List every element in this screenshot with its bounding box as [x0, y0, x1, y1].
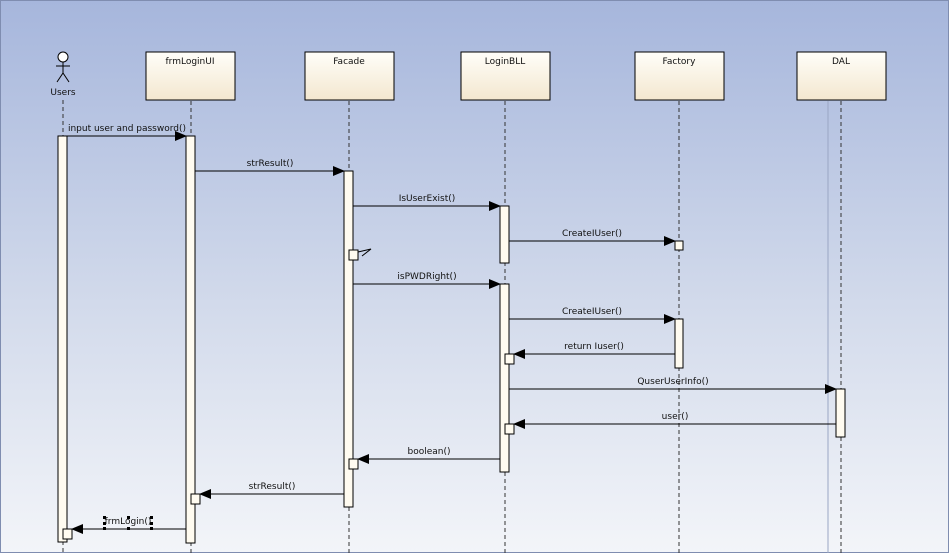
lifeline-factory-label: Factory: [663, 57, 697, 67]
return-bar-facade-1: [348, 249, 359, 261]
msg-3-label: CreateIUser(): [562, 229, 622, 239]
actor-label: Users: [50, 88, 76, 98]
message-arrows: [67, 131, 837, 534]
lifeline-dal[interactable]: DAL: [796, 51, 887, 101]
activation-bll-1[interactable]: [499, 205, 510, 264]
lifeline-factory[interactable]: Factory: [634, 51, 725, 101]
msg-2-label: IsUserExist(): [399, 194, 456, 204]
lifeline-facade[interactable]: Facade: [304, 51, 395, 101]
lifeline-dal-box: [796, 51, 887, 101]
selection-handle[interactable]: [127, 516, 130, 519]
msg-1-label: strResult(): [247, 159, 294, 169]
label-selection-handles[interactable]: [103, 516, 153, 530]
selection-handle[interactable]: [150, 522, 153, 525]
lifeline-factory-box: [634, 51, 725, 101]
activation-frm[interactable]: [185, 135, 196, 544]
msg-0-label: input user and password(): [68, 124, 186, 134]
selection-handle[interactable]: [103, 516, 106, 519]
lifeline-frm-box: [145, 51, 236, 101]
msg-9-label: boolean(): [407, 447, 450, 457]
lifeline-bll-box: [460, 51, 551, 101]
msg-5-label: CreateIUser(): [562, 307, 622, 317]
selection-handle[interactable]: [103, 527, 106, 530]
selection-handle[interactable]: [127, 527, 130, 530]
return-bar-frm: [190, 493, 201, 505]
lifeline-dal-label: DAL: [832, 57, 850, 67]
activation-users[interactable]: [57, 135, 68, 543]
return-bar-bll-1: [504, 353, 515, 365]
lifeline-facade-box: [304, 51, 395, 101]
msg-7-label: QuserUserInfo(): [637, 377, 708, 387]
actor-users[interactable]: [56, 51, 70, 83]
self-return-arrow-facade: [357, 248, 372, 257]
activation-facade[interactable]: [343, 170, 354, 508]
actor-head: [57, 51, 69, 63]
lifeline-facade-label: Facade: [333, 57, 365, 67]
return-bar-users: [62, 528, 73, 540]
selection-handle[interactable]: [150, 527, 153, 530]
actor-left-leg: [56, 72, 64, 83]
activation-dal[interactable]: [835, 388, 846, 438]
msg-4-label: isPWDRight(): [397, 272, 456, 282]
msg-11-label: frmLogin(): [105, 517, 152, 527]
lifeline-frm[interactable]: frmLoginUI: [145, 51, 236, 101]
activation-factory-1[interactable]: [674, 240, 684, 251]
selection-handle[interactable]: [103, 522, 106, 525]
activation-bll-2[interactable]: [499, 283, 510, 473]
selection-handle[interactable]: [150, 516, 153, 519]
msg-10-label: strResult(): [249, 482, 296, 492]
lifeline-bll[interactable]: LoginBLL: [460, 51, 551, 101]
msg-8-label: user(): [662, 412, 689, 422]
lifeline-frm-label: frmLoginUI: [166, 57, 215, 67]
lifeline-bll-label: LoginBLL: [485, 57, 525, 67]
activation-factory-2[interactable]: [674, 318, 684, 369]
activations: [57, 135, 846, 544]
msg-6-label: return Iuser(): [564, 342, 624, 352]
return-bar-facade-2: [348, 458, 359, 470]
actor-right-leg: [62, 72, 70, 83]
return-bar-bll-2: [504, 423, 515, 435]
